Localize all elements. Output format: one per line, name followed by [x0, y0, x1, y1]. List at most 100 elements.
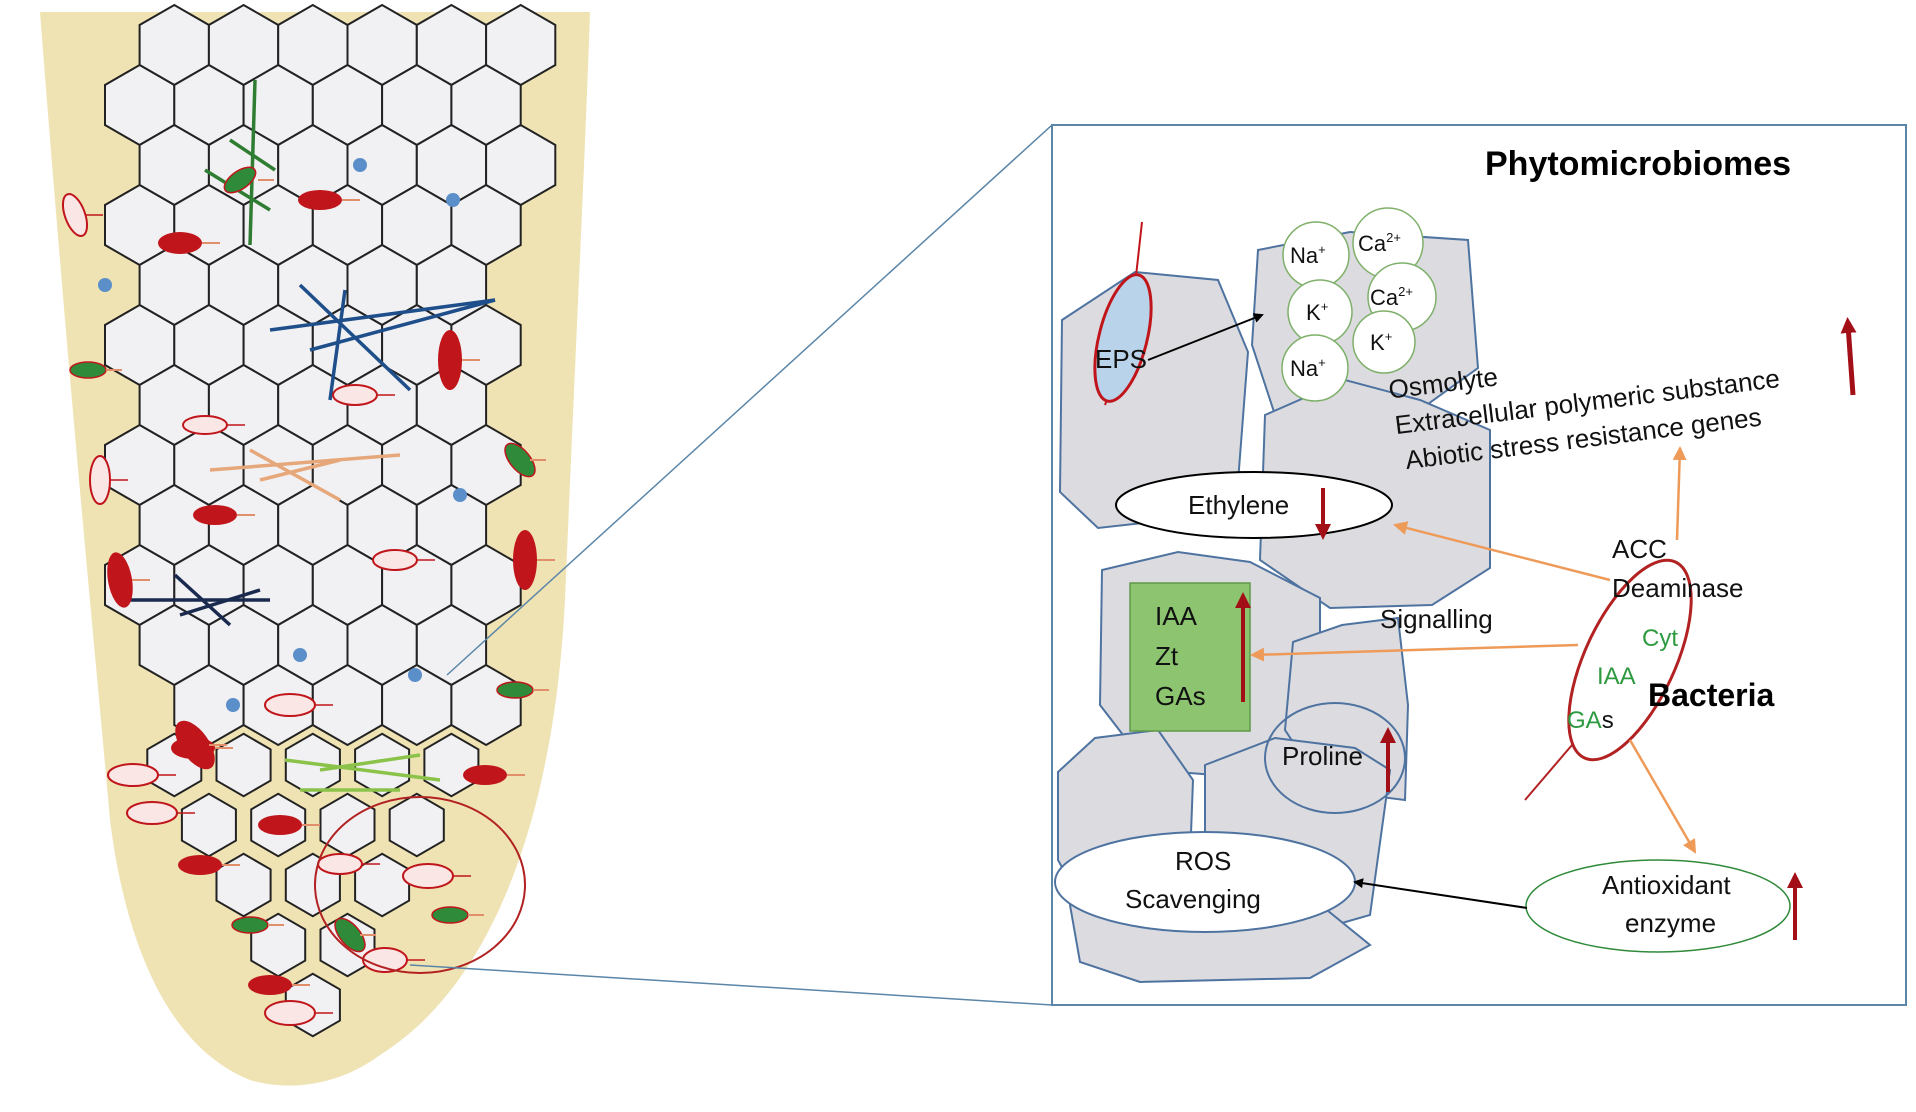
- open-bacterium: [317, 853, 363, 875]
- open-bacterium: [402, 863, 454, 889]
- open-bacterium: [182, 415, 228, 435]
- microbe-dot: [98, 278, 112, 292]
- ion-ca-label: Ca2+: [1358, 230, 1401, 256]
- open-bacterium: [264, 1000, 316, 1026]
- fungal-hypha: [249, 448, 341, 502]
- ion-circle: [1281, 334, 1349, 402]
- ion-na-label: Na+: [1290, 242, 1326, 268]
- signalling-label: Signalling: [1380, 604, 1493, 634]
- cyt-label: Cyt: [1642, 625, 1678, 652]
- fungal-hypha: [309, 298, 496, 352]
- microbe-dot: [453, 488, 467, 502]
- hormone-zt-label: Zt: [1155, 641, 1179, 671]
- zoom-connector-top: [446, 124, 1053, 676]
- open-bacterium: [332, 384, 378, 406]
- eps-to-ions-arrow: [1147, 313, 1264, 361]
- ion-cluster: Na+ Ca2+ K+ Ca2+ K+ Na+: [1281, 207, 1437, 402]
- zoom-region-circle: [314, 796, 526, 974]
- signalling-to-hormone-arrow: [1250, 643, 1579, 662]
- red-bacterium: [298, 190, 342, 210]
- root-cell: [319, 792, 376, 858]
- ros-label-line1: ROS: [1175, 846, 1231, 876]
- proline-label: Proline: [1282, 741, 1363, 771]
- fungal-hypha: [269, 298, 496, 332]
- root-cell: [354, 732, 411, 798]
- open-bacterium: [89, 455, 111, 505]
- open-bacterium: [372, 549, 418, 571]
- root-cell: [215, 732, 272, 798]
- red-bacterium: [463, 765, 507, 785]
- fungal-hypha: [328, 289, 347, 401]
- zoom-connector-bottom: [409, 964, 1053, 1006]
- red-bacterium: [258, 815, 302, 835]
- acc-to-effects-arrow: [1672, 446, 1687, 541]
- fungal-hypha: [248, 79, 257, 246]
- red-bacterium: [158, 232, 202, 254]
- open-bacterium: [107, 763, 159, 787]
- fungal-hypha: [259, 458, 341, 482]
- green-bacterium: [231, 916, 269, 934]
- ion-ca-label: Ca2+: [1370, 284, 1413, 310]
- red-bacterium: [193, 505, 237, 525]
- antioxidant-label-line2: enzyme: [1625, 908, 1716, 938]
- microbe-dot: [353, 158, 367, 172]
- green-bacterium: [334, 917, 366, 953]
- root-microbes: [61, 158, 555, 1026]
- hormone-gas-label: GAs: [1155, 681, 1206, 711]
- ethylene-label: Ethylene: [1188, 490, 1289, 520]
- acc-label: ACC: [1612, 534, 1667, 564]
- root-cell: [180, 792, 237, 858]
- acc-to-ethylene-arrow: [1393, 521, 1611, 582]
- red-bacterium: [175, 720, 215, 770]
- bacterium-flagellum: [1524, 744, 1573, 801]
- ros-label-line2: Scavenging: [1125, 884, 1261, 914]
- ion-circle: [1352, 310, 1416, 374]
- eps-label: EPS: [1095, 344, 1147, 374]
- antioxidant-ellipse: [1525, 859, 1791, 953]
- deaminase-label: Deaminase: [1612, 573, 1744, 603]
- fungal-hypha: [229, 138, 276, 172]
- fungal-hypha: [209, 453, 401, 472]
- detail-panel: Phytomicrobiomes EPS Na+ Ca2+ K+ Ca2+ K+…: [1051, 124, 1907, 1006]
- root-cell: [215, 852, 272, 918]
- root-cell: [388, 792, 445, 858]
- root-cell-grid: [104, 3, 557, 1038]
- hormone-iaa-label: IAA: [1155, 601, 1198, 631]
- open-bacterium: [61, 193, 89, 237]
- root-fungal-hyphae: [130, 79, 496, 792]
- green-bacterium: [223, 166, 257, 194]
- bacteria-label: Bacteria: [1648, 677, 1775, 713]
- green-bacterium: [496, 681, 534, 699]
- proline-circle: [1264, 702, 1406, 814]
- panel-title: Phytomicrobiomes: [1485, 145, 1791, 183]
- eps-bacterium: [1093, 273, 1153, 403]
- green-bacterium: [504, 442, 536, 478]
- fungal-hypha: [179, 588, 261, 617]
- open-bacterium: [126, 801, 178, 825]
- effects-up-arrow: [1840, 317, 1857, 396]
- antioxidant-to-ros-arrow: [1353, 878, 1528, 909]
- root-section: [40, 3, 590, 1086]
- ion-k-label: K+: [1370, 329, 1392, 355]
- bacteria-to-antioxidant-arrow: [1628, 739, 1697, 854]
- hormone-box: [1129, 582, 1251, 732]
- microbe-dot: [408, 668, 422, 682]
- microbe-dot: [446, 193, 460, 207]
- iaa-label: IAA: [1597, 663, 1636, 690]
- gas-label: GAs: [1567, 707, 1614, 734]
- fungal-hypha: [284, 758, 441, 782]
- red-bacterium: [248, 975, 292, 995]
- fungal-hypha: [319, 753, 421, 772]
- root-cell: [354, 852, 411, 918]
- green-bacterium: [431, 906, 469, 924]
- antioxidant-label-line1: Antioxidant: [1602, 870, 1731, 900]
- bacterium-body: [1567, 558, 1693, 762]
- fungal-hypha: [173, 573, 232, 627]
- red-bacterium: [438, 330, 462, 390]
- red-bacterium: [513, 530, 537, 590]
- red-bacterium: [107, 552, 133, 608]
- microbe-dot: [226, 698, 240, 712]
- microbe-dot: [293, 648, 307, 662]
- open-bacterium: [264, 693, 316, 717]
